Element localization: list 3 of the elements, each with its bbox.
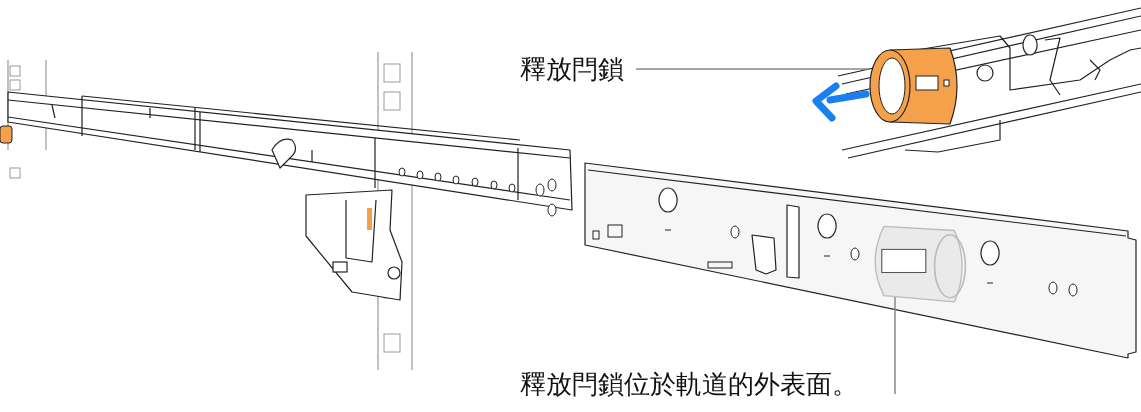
callout-label: 釋放閂鎖位於軌道的外表面。 (520, 368, 858, 400)
callout-label: 釋放閂鎖 (520, 53, 624, 85)
leader-line (635, 68, 869, 70)
